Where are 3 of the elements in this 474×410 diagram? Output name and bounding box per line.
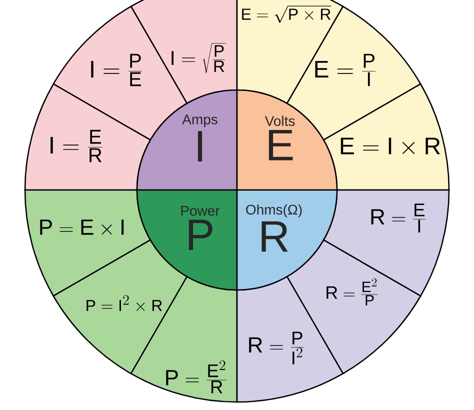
quantity-quadrant: Volts E xyxy=(236,89,338,191)
quantity-quadrant: Power P xyxy=(136,189,238,291)
quantity-quadrant: Amps I xyxy=(136,89,238,191)
